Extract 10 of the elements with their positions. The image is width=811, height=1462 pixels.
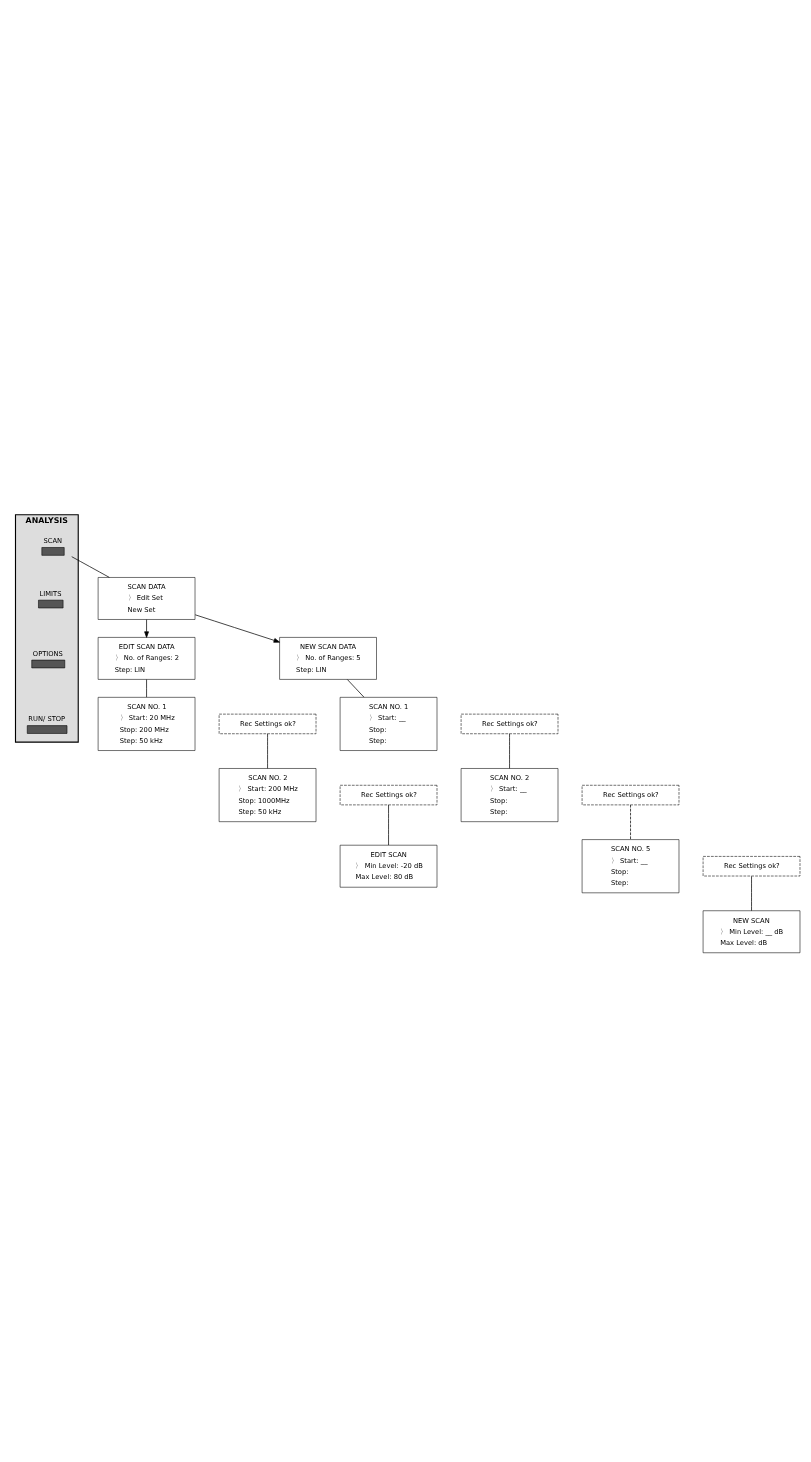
arrow bbox=[194, 613, 280, 643]
connector bbox=[146, 678, 147, 697]
arrow bbox=[144, 618, 149, 638]
connector bbox=[751, 875, 752, 911]
connector bbox=[388, 804, 389, 845]
connector bbox=[267, 732, 268, 769]
connector bbox=[509, 732, 510, 769]
connector bbox=[71, 555, 110, 578]
connector bbox=[630, 804, 631, 840]
connector bbox=[347, 678, 365, 697]
